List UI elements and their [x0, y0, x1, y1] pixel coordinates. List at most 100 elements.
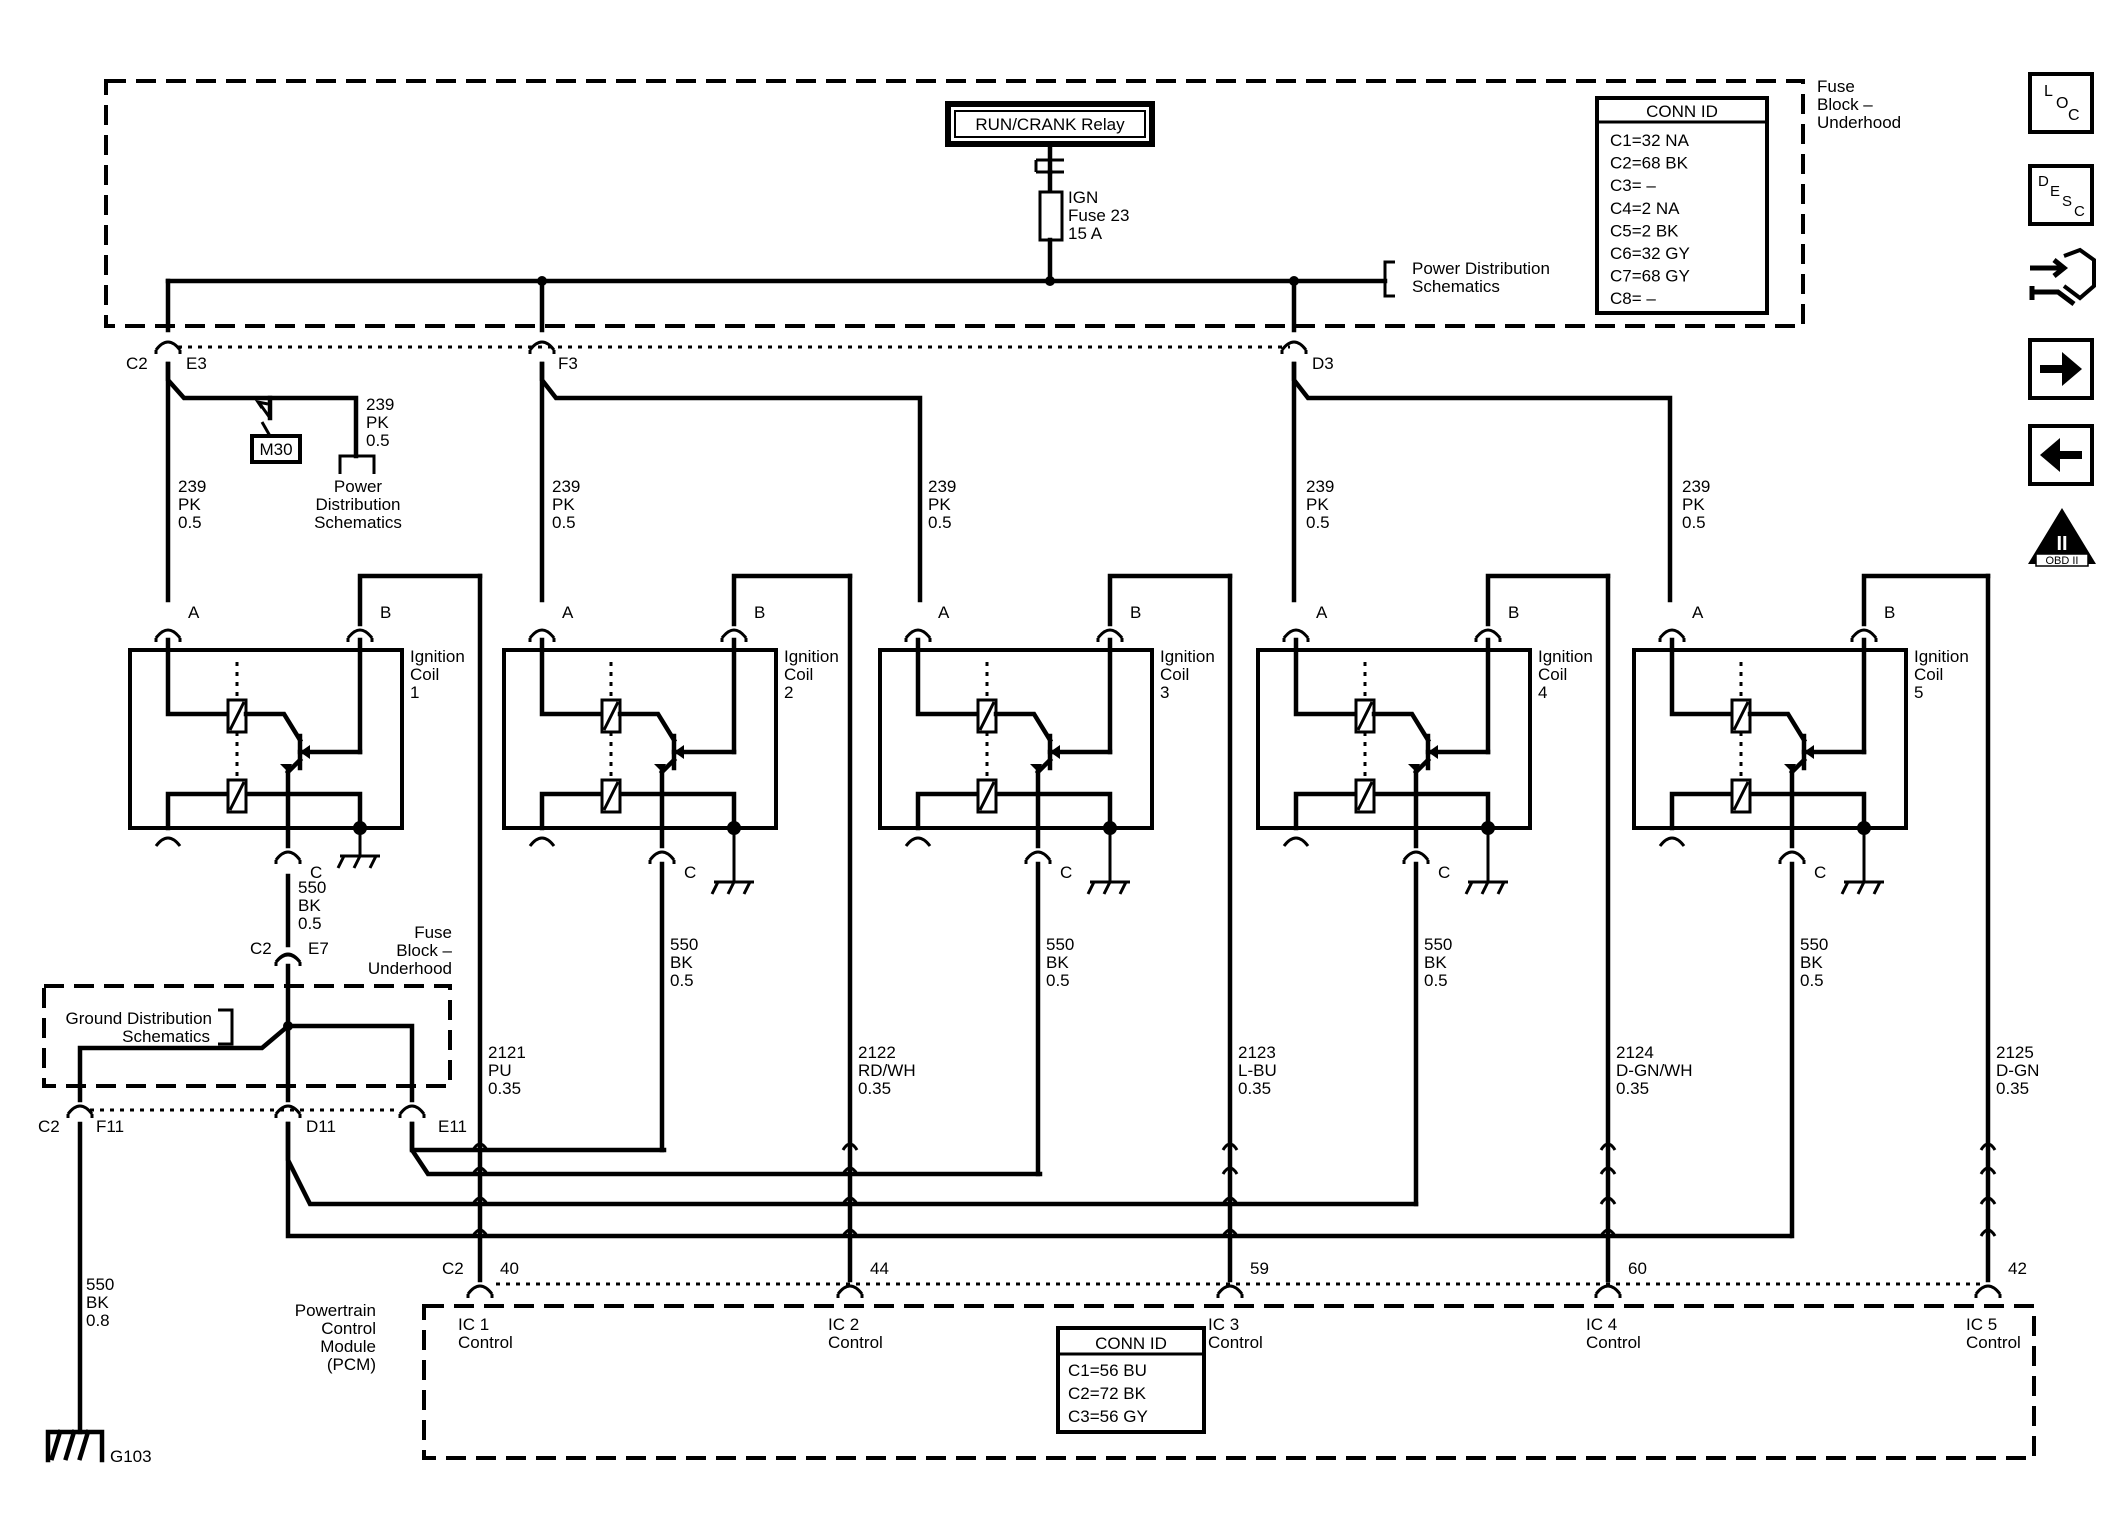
connector-wiring-icon[interactable]	[2024, 246, 2100, 316]
pcm-title-2: Control	[321, 1319, 376, 1338]
fb2-title-3: Underhood	[368, 959, 452, 978]
ign-fuse-23-icon[interactable]	[1038, 190, 1064, 242]
coil1-pin-a[interactable]	[154, 628, 182, 639]
coil4-pin-c-label: C	[1438, 863, 1450, 882]
desc-button[interactable]: D E S C	[2028, 164, 2094, 226]
pcm-pin-42[interactable]	[1974, 1284, 2002, 1295]
fuse-block-title-2: Block –	[1817, 95, 1873, 114]
coil1-name-2: Coil	[410, 665, 439, 684]
coil5-pin-a[interactable]	[1658, 628, 1686, 639]
coil4-gnd-wire-3: 0.5	[1424, 971, 1448, 990]
power-dist-label-2: Schematics	[1412, 277, 1500, 296]
ground-dist-label-2: Schematics	[122, 1027, 210, 1046]
coil1-housing[interactable]	[128, 648, 404, 830]
coil5-pin-b-label: B	[1884, 603, 1895, 622]
coil3-housing[interactable]	[878, 648, 1154, 830]
coil2-housing[interactable]	[502, 648, 778, 830]
loc-o: O	[2056, 95, 2068, 112]
top-conn-c2-label: C2	[126, 354, 148, 373]
connector-d3[interactable]	[1280, 340, 1308, 351]
fb2-e7-label: E7	[308, 939, 329, 958]
coil2-transistor-icon	[674, 745, 684, 759]
coil5-pin-b[interactable]	[1850, 628, 1878, 639]
coil5-name-2: Coil	[1914, 665, 1943, 684]
prev-arrow-button[interactable]	[2028, 424, 2094, 486]
pcm-pin-40[interactable]	[466, 1284, 494, 1295]
conn-id-table-pcm	[1056, 1326, 1206, 1434]
fb2-c2b-label: C2	[38, 1117, 60, 1136]
coil1-pin-a-label: A	[188, 603, 200, 622]
g103-wire-2: BK	[86, 1293, 109, 1312]
coil4-transistor-icon	[1428, 745, 1438, 759]
coil1-pin-b[interactable]	[346, 628, 374, 639]
connector-e11[interactable]	[398, 1104, 426, 1115]
connector-f11[interactable]	[66, 1104, 94, 1115]
pcm-conn-id-title: CONN ID	[1095, 1334, 1167, 1353]
coil2-ctrl-wire-3: 0.35	[858, 1079, 891, 1098]
coil4-pin-a[interactable]	[1282, 628, 1310, 639]
pcm-pin-44[interactable]	[836, 1284, 864, 1295]
coil3-pin-a[interactable]	[904, 628, 932, 639]
obd-ii-button[interactable]: II OBD II	[2024, 504, 2100, 570]
fb2-title-2: Block –	[396, 941, 452, 960]
pcm-pin-4-label: 60	[1628, 1259, 1647, 1278]
coil1-gnd-wire-2: BK	[298, 896, 321, 915]
coil2-pin-b[interactable]	[720, 628, 748, 639]
coil3-pin-b[interactable]	[1096, 628, 1124, 639]
pcm-pin-60[interactable]	[1594, 1284, 1622, 1295]
coil3-name-1: Ignition	[1160, 647, 1215, 666]
pcm-conn-id-row-3: C3=56 GY	[1068, 1407, 1148, 1426]
coil2-name-3: 2	[784, 683, 793, 702]
g103-wire-3: 0.8	[86, 1311, 110, 1330]
coil5-transistor-icon	[1804, 745, 1814, 759]
coil3-gnd-wire-1: 550	[1046, 935, 1074, 954]
pcm-conn-id-row-2: C2=72 BK	[1068, 1384, 1147, 1403]
coil5-feed-wire-2: PK	[1682, 495, 1705, 514]
loc-button[interactable]: L O C	[2028, 72, 2094, 134]
coil4-pin-a-label: A	[1316, 603, 1328, 622]
pcm-ic2-label-1: IC 2	[828, 1315, 859, 1334]
coil5-housing[interactable]	[1632, 648, 1908, 830]
branch-wire-1: 239	[366, 395, 394, 414]
conn-id-top-row-1: C1=32 NA	[1610, 131, 1690, 150]
coil5-pin-c[interactable]	[1778, 850, 1806, 861]
coil3-gnd-wire-2: BK	[1046, 953, 1069, 972]
conn-id-top-row-8: C8= –	[1610, 289, 1656, 308]
loc-l: L	[2044, 83, 2053, 100]
coil4-feed-wire-3: 0.5	[1306, 513, 1330, 532]
coil3-pin-c-label: C	[1060, 863, 1072, 882]
m30-reference-box[interactable]	[250, 434, 302, 464]
pcm-title-1: Powertrain	[295, 1301, 376, 1320]
coil1-name-1: Ignition	[410, 647, 465, 666]
coil2-name-1: Ignition	[784, 647, 839, 666]
fb2-c2-label: C2	[250, 939, 272, 958]
connector-d11[interactable]	[274, 1104, 302, 1115]
coil3-pin-b-label: B	[1130, 603, 1141, 622]
coil1-name-3: 1	[410, 683, 419, 702]
coil4-name-1: Ignition	[1538, 647, 1593, 666]
conn-id-top-row-2: C2=68 BK	[1610, 154, 1689, 173]
connector-f3[interactable]	[528, 340, 556, 351]
coil4-pin-c[interactable]	[1402, 850, 1430, 861]
connector-e7[interactable]	[274, 952, 302, 963]
coil3-pin-c[interactable]	[1024, 850, 1052, 861]
coil4-pin-b[interactable]	[1474, 628, 1502, 639]
pcm-ic2-label-2: Control	[828, 1333, 883, 1352]
coil4-name-3: 4	[1538, 683, 1547, 702]
conn-id-top-title: CONN ID	[1646, 102, 1718, 121]
connector-e3[interactable]	[154, 340, 182, 351]
coil3-ctrl-wire-2: L-BU	[1238, 1061, 1277, 1080]
coil1-gnd-wire-3: 0.5	[298, 914, 322, 933]
coil4-housing[interactable]	[1256, 648, 1532, 830]
coil2-pin-c[interactable]	[648, 850, 676, 861]
coil1-pin-c-label: C	[310, 863, 322, 882]
pcm-ic3-label-2: Control	[1208, 1333, 1263, 1352]
coil1-pin-c[interactable]	[274, 850, 302, 861]
top-conn-f3-label: F3	[558, 354, 578, 373]
fuse-block-2-connectors	[66, 952, 426, 1118]
pcm-pin-59[interactable]	[1216, 1284, 1244, 1295]
next-arrow-button[interactable]	[2028, 338, 2094, 400]
coil2-pin-a[interactable]	[528, 628, 556, 639]
